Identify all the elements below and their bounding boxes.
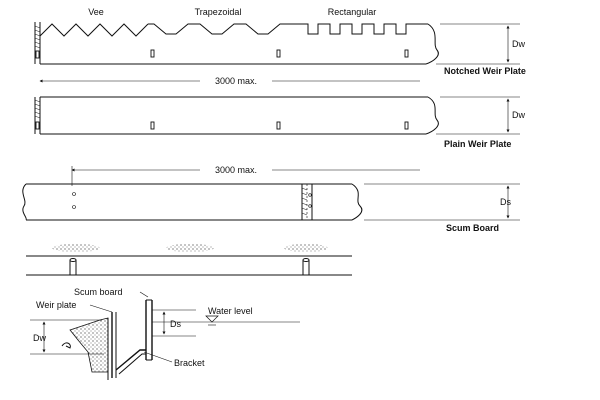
scum-board-title: Scum Board — [446, 223, 499, 233]
notched-break-line — [425, 23, 439, 65]
scum-board: 3000 max. Ds Scum Board — [22, 165, 520, 233]
plain-break-line — [425, 96, 439, 135]
trapezoidal-notch-edge — [148, 23, 298, 35]
water-level-label: Water level — [208, 306, 253, 316]
notched-dw-label: Dw — [512, 39, 525, 49]
slot — [404, 49, 409, 58]
rectangular-notch-edge — [298, 23, 428, 35]
scum-board-label: Scum board — [74, 287, 123, 297]
bracket-label: Bracket — [174, 358, 205, 368]
support-post — [302, 258, 310, 275]
vee-notch-edge — [39, 23, 149, 37]
support-post — [69, 258, 77, 275]
slot — [276, 121, 281, 130]
section-dw-label: Dw — [33, 333, 46, 343]
weir-plate-label: Weir plate — [36, 300, 76, 310]
scum-joint-hatching — [301, 187, 308, 216]
plain-weir-end-hatching — [34, 99, 41, 119]
notched-weir-plate-title: Notched Weir Plate — [444, 66, 526, 76]
section-detail: Ds Water level Dw Scum board Weir plate … — [30, 287, 300, 380]
plain-weir-plate-title: Plain Weir Plate — [444, 139, 511, 149]
tank-wall — [69, 317, 109, 373]
scum-length-label: 3000 max. — [215, 165, 257, 175]
trapezoidal-label: Trapezoidal — [195, 7, 242, 17]
slot — [150, 49, 155, 58]
vee-label: Vee — [88, 7, 104, 17]
tank-plan-strip — [26, 244, 352, 276]
scum-ds-label: Ds — [500, 197, 511, 207]
rectangular-label: Rectangular — [328, 7, 377, 17]
section-ds-label: Ds — [170, 319, 181, 329]
notched-weir-end-hatching — [34, 25, 41, 49]
bracket — [115, 349, 146, 371]
plain-weir-plate: 3000 max. Dw Plain Weir Plate — [34, 76, 525, 149]
slot — [150, 121, 155, 130]
slot — [276, 49, 281, 58]
scum-right-break-line — [351, 183, 363, 221]
scum-left-break-line — [22, 183, 27, 221]
plain-length-label: 3000 max. — [215, 76, 257, 86]
notched-weir-plate: Dw Vee Trapezoidal Rectangular Notched W… — [34, 7, 526, 76]
plain-dw-label: Dw — [512, 110, 525, 120]
slot — [404, 121, 409, 130]
